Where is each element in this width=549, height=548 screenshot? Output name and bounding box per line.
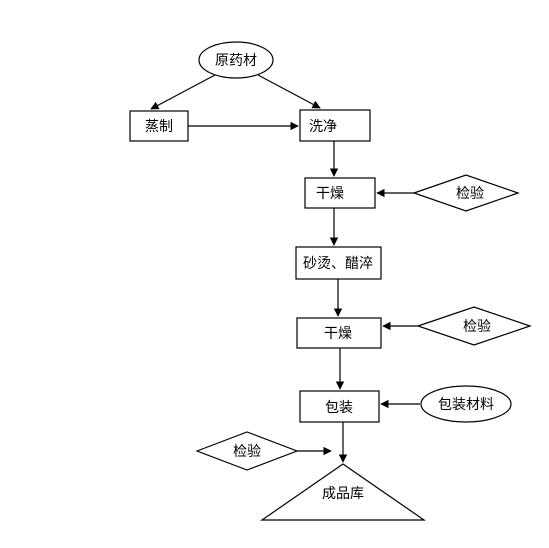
node-inspection-2-label: 检验 [463, 319, 491, 335]
node-steaming-label: 蒸制 [145, 119, 173, 135]
edge-raw-to-steaming [150, 74, 216, 110]
node-inspection-2: 检验 [416, 306, 532, 346]
node-packing-material: 包装材料 [420, 385, 512, 423]
node-washing: 洗净 [299, 109, 371, 142]
node-drying-2: 干燥 [296, 317, 382, 349]
node-washing-label: 洗净 [309, 119, 337, 135]
node-sand-vinegar: 砂烫、醋淬 [295, 246, 382, 280]
edges [150, 74, 420, 463]
node-sand-vinegar-label: 砂烫、醋淬 [303, 256, 373, 272]
node-raw-material: 原药材 [198, 41, 274, 79]
node-packing-label: 包装 [325, 400, 353, 416]
node-steaming: 蒸制 [129, 110, 189, 142]
node-packing-material-label: 包装材料 [438, 397, 494, 413]
node-packing: 包装 [299, 390, 380, 423]
node-inspection-3: 检验 [195, 431, 299, 471]
node-warehouse: 成品库 [260, 463, 426, 521]
edge-raw-to-washing [257, 74, 321, 109]
node-inspection-1: 检验 [412, 174, 520, 212]
node-inspection-3-label: 检验 [233, 444, 261, 460]
node-drying-1-label: 干燥 [316, 186, 344, 202]
node-drying-1: 干燥 [304, 177, 376, 209]
node-raw-material-label: 原药材 [215, 53, 257, 69]
node-inspection-1-label: 检验 [456, 186, 484, 202]
node-warehouse-label: 成品库 [322, 486, 364, 502]
node-drying-2-label: 干燥 [324, 326, 352, 342]
